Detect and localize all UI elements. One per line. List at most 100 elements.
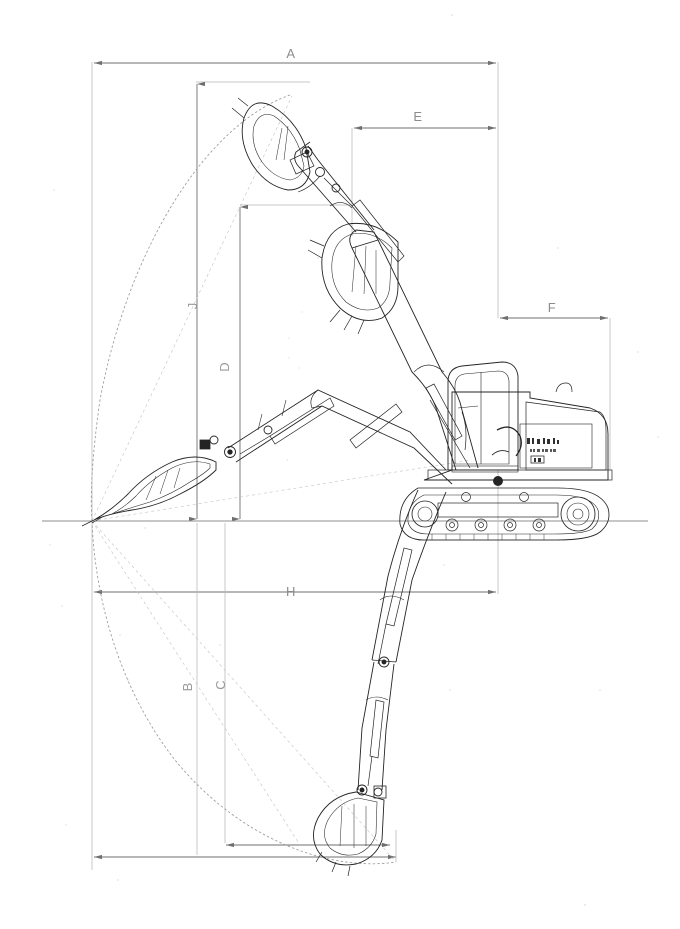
house-decal-swoosh (496, 426, 522, 457)
pose-max-reach-high (231, 97, 479, 471)
dimension-D (231, 204, 352, 522)
idler-hub (566, 502, 590, 526)
bucket-depth-teeth (315, 851, 351, 877)
work-envelope-arc (90, 94, 397, 865)
radial-construction-rays (91, 95, 471, 863)
bucket-upper-inner (252, 114, 305, 181)
upper-structure (423, 382, 613, 486)
boom-upper-edge-ground (227, 389, 447, 471)
dimension-label-H: H (286, 584, 296, 599)
bucket-ground-shell (93, 456, 217, 521)
dimension-label-F: F (548, 300, 556, 315)
arm-rib-high (329, 202, 353, 209)
idler-center (572, 508, 584, 520)
cab-outline (447, 361, 519, 471)
arm-left-depth (357, 661, 375, 791)
boom-lower-edge-high (377, 239, 479, 469)
dimension-B (94, 523, 396, 860)
dimension-A (91, 60, 499, 870)
bucket-mid-back-teeth (307, 239, 325, 259)
bucket-depth-shell (313, 791, 385, 866)
bucket-depth-ribs (339, 804, 367, 848)
arm-detail-ground (257, 399, 287, 431)
arm-cyl-rod-depth (377, 623, 387, 665)
bucket-pivot-ground (224, 446, 236, 458)
boom-left-edge-depth (371, 489, 419, 661)
bucket-link-high (289, 151, 315, 175)
arm-upper-high (294, 141, 357, 233)
sprocket-hub (417, 506, 433, 522)
arm-cyl-rod-high (323, 177, 353, 207)
arm-rib-depth (365, 696, 389, 701)
arm-pivot-depth (378, 656, 390, 668)
track-rollers (445, 492, 546, 532)
boom-right-edge-depth (395, 491, 447, 663)
bucket-mid-teeth (329, 309, 365, 335)
pose-max-depth (313, 489, 447, 877)
arm-cylinder-ground (269, 397, 335, 445)
bucket-link-block-depth (373, 785, 387, 799)
bucket-depth-inner (324, 797, 378, 856)
machine-decal-text (527, 438, 559, 464)
bucket-link-block-ground (199, 439, 211, 450)
bucket-pivot-dot-depth (359, 787, 365, 793)
bucket-mid-ribs (351, 245, 377, 295)
idler-wheel (560, 496, 596, 532)
arm-cylinder-depth (385, 547, 413, 627)
engine-side-cover (519, 423, 593, 469)
bucket-cylinder-depth (369, 699, 385, 759)
bucket-pivot-depth (356, 784, 368, 796)
track-chain-inner (407, 494, 600, 535)
dimension-labels: A E F H J D B C (180, 46, 556, 691)
bucket-upper-shell (241, 102, 311, 191)
dimension-label-C: C (213, 680, 228, 689)
slew-ring-deck (427, 469, 613, 481)
bucket-pivot-dot-ground (227, 449, 233, 455)
envelope-upper-arc (90, 94, 291, 522)
bucket-idler-pin-high (331, 183, 341, 193)
bucket-mid-link (297, 175, 321, 193)
bucket-ground-inner (111, 461, 211, 515)
dimension-J (188, 81, 310, 522)
bucket-upper-ribs (275, 125, 289, 161)
bucket-mid-shell (321, 222, 399, 321)
bucket-ground-ribs (145, 467, 181, 501)
arm-lower-high (307, 145, 375, 231)
exhaust-muffler (555, 382, 573, 393)
dimension-F (500, 315, 611, 470)
bucket-cyl-rod-depth (367, 755, 373, 787)
boom-cylinder-ground (349, 403, 403, 449)
boom-cylinder-high (425, 383, 463, 441)
dimension-label-A: A (286, 46, 295, 61)
house-outline (423, 391, 609, 481)
dimension-system (91, 60, 611, 870)
boom-knuckle-ground (310, 389, 323, 409)
bucket-upper-teeth (231, 97, 249, 119)
boom-cyl-rod-high (429, 399, 471, 469)
cab-glass (454, 370, 510, 465)
arm-pin-ground (263, 425, 273, 435)
dimension-label-B: B (180, 683, 195, 692)
dimension-label-J: J (185, 303, 200, 310)
track-shoes (431, 534, 545, 540)
envelope-lower-arc (91, 520, 397, 865)
dimension-E (351, 125, 496, 236)
dimension-label-E: E (413, 109, 422, 124)
pose-max-reach-ground (81, 389, 453, 527)
dimension-label-D: D (217, 362, 232, 371)
arm-right-depth (381, 663, 395, 791)
dimension-C (224, 523, 390, 848)
boom-lower-edge-ground (235, 405, 453, 485)
arm-cyl-rod-ground (239, 435, 271, 455)
arm-pivot-dot-depth (381, 659, 387, 665)
cab-base-frame (451, 465, 519, 473)
bucket-mid-inner (331, 233, 393, 311)
bucket-cyl-pin-high (315, 167, 325, 177)
swing-bearing-center (493, 476, 503, 486)
boom-rib-depth (379, 595, 405, 601)
boom-rib-high (413, 364, 445, 373)
bucket-pivot-high (301, 146, 313, 158)
